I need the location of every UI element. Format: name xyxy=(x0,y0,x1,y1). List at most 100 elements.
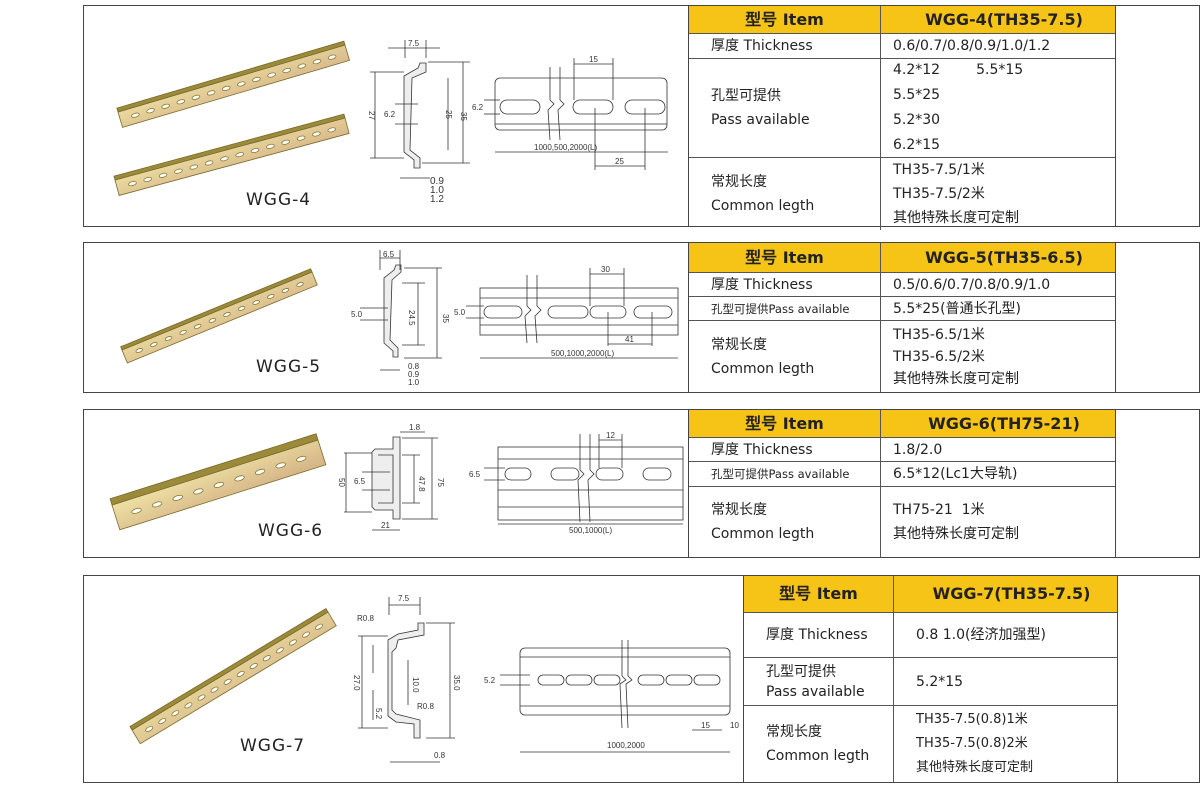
rail-slot xyxy=(135,348,143,353)
dim-text: 50 xyxy=(337,478,346,487)
rail-slot xyxy=(262,655,271,662)
rail-slot xyxy=(296,282,304,287)
length-value: TH75-21 1米 xyxy=(893,502,985,518)
dim-text: 6.5 xyxy=(469,470,481,479)
rail-slot xyxy=(194,324,202,329)
dim-text: 24.5 xyxy=(407,310,416,326)
dim-text: 0.8 xyxy=(434,751,446,760)
wgg6-profile-drawing xyxy=(344,431,438,531)
header-model: WGG-7(TH35-7.5) xyxy=(894,576,1117,613)
thickness-label: 厚度 Thickness xyxy=(744,613,894,658)
rail-slot xyxy=(220,156,229,162)
dim-text: 10.0 xyxy=(411,677,420,693)
hole-value: 5.5*25 xyxy=(893,87,941,103)
rail-slot xyxy=(146,108,155,114)
rail-slot xyxy=(171,710,180,717)
dim-text: 47.8 xyxy=(417,476,426,492)
rail-slot xyxy=(275,647,284,654)
rail-slot xyxy=(254,468,266,475)
dim-text: 10 xyxy=(730,721,739,730)
rail-slot xyxy=(266,143,275,149)
length-value: 其他特殊长度可定制 xyxy=(916,760,1034,775)
length-value: 其他特殊长度可定制 xyxy=(893,526,1019,542)
spec-table-wgg6: 型号 Item WGG-6(TH75-21) 厚度 Thickness 1.8/… xyxy=(688,409,1116,558)
dim-text: 7.5 xyxy=(398,594,410,603)
rail-slot xyxy=(312,59,322,65)
thickness-label: 厚度 Thickness xyxy=(689,34,881,59)
rail-slot xyxy=(210,686,219,693)
dim-text: 35 xyxy=(459,112,468,121)
wgg7-front-drawing xyxy=(500,640,731,753)
model-label-wgg4: WGG-4 xyxy=(246,190,312,210)
rail-slot xyxy=(213,481,225,488)
wgg5-dimensions: 6.5 5.0 24.5 35 0.8 0.9 1.0 30 5.0 41 50… xyxy=(351,250,634,387)
spec-table-wgg7: 型号 Item WGG-7(TH35-7.5) 厚度 Thickness 0.8… xyxy=(743,575,1118,783)
dim-text: 35.0 xyxy=(452,675,461,691)
rail-slot xyxy=(143,176,153,182)
dim-text: 15 xyxy=(589,55,598,64)
rail-slot xyxy=(250,147,260,154)
dim-text: 5.0 xyxy=(454,308,466,317)
rail-slot xyxy=(315,623,324,630)
rail-flange xyxy=(113,113,346,181)
rail-slot xyxy=(150,342,158,347)
model-label-wgg6: WGG-6 xyxy=(258,521,324,541)
thickness-value: 1.8/2.0 xyxy=(881,438,1115,462)
rail-slot xyxy=(312,131,321,137)
rail-slot xyxy=(267,294,275,299)
rail-slot xyxy=(128,181,137,187)
rail-slot xyxy=(327,127,337,133)
dim-text: 1.8 xyxy=(409,423,421,432)
dim-text: 41 xyxy=(625,335,634,344)
dim-text: 6.5 xyxy=(383,250,395,259)
dim-text: 12 xyxy=(606,431,615,440)
rail-slot xyxy=(208,318,217,323)
spec-table-wgg5: 型号 Item WGG-5(TH35-6.5) 厚度 Thickness 0.5… xyxy=(688,242,1116,393)
rail-slot xyxy=(267,72,276,78)
length-value: TH35-6.5/2米 xyxy=(893,348,985,365)
dim-text: 7.5 xyxy=(408,39,420,48)
dim-text: 30 xyxy=(601,265,610,274)
dim-text: 21 xyxy=(381,521,390,530)
rail-slot xyxy=(249,663,258,670)
rail-slot xyxy=(282,67,292,74)
rail-slot xyxy=(235,152,245,158)
thickness-value: 0.5/0.6/0.7/0.8/0.9/1.0 xyxy=(881,273,1115,297)
dim-text: 1.0 xyxy=(430,185,444,196)
rail-slot xyxy=(158,718,167,725)
rail-slot xyxy=(164,336,173,341)
wgg4-dimensions: 7.5 27 6.2 25 35 0.9 1.0 1.2 15 6.2 1000… xyxy=(367,39,624,205)
rail-flange xyxy=(120,268,313,351)
hole-value: 5.5*15 xyxy=(976,62,1024,78)
header-item: 型号 Item xyxy=(744,576,894,613)
rail-slot xyxy=(189,164,199,170)
dim-text: 1.2 xyxy=(430,194,444,205)
dim-text: 35 xyxy=(441,314,450,323)
length-value: 其他特殊长度可定制 xyxy=(893,370,1019,387)
rail-slot xyxy=(184,702,193,709)
thickness-label: 厚度 Thickness xyxy=(689,273,881,297)
length-value: TH35-6.5/1米 xyxy=(893,326,985,343)
rail-image-wgg5 xyxy=(120,268,318,364)
rail-slot xyxy=(252,300,260,305)
rail-slot xyxy=(236,670,245,677)
rail-body xyxy=(121,271,318,364)
rail-slot xyxy=(197,694,206,701)
dim-text: 5.2 xyxy=(374,708,383,720)
dim-text: 5.2 xyxy=(484,676,496,685)
length-values: TH35-7.5/1米 TH35-7.5/2米 其他特殊长度可定制 xyxy=(881,158,1115,230)
rail-slot xyxy=(131,507,142,514)
dim-text: 6.2 xyxy=(384,110,396,119)
length-value: TH35-7.5(0.8)1米 xyxy=(916,712,1028,727)
holes-label-en: Pass available xyxy=(711,112,810,128)
dim-text: 0.9 xyxy=(430,176,444,187)
rail-slot xyxy=(158,172,168,178)
hole-value: 4.2*12 xyxy=(893,62,941,78)
rail-slot xyxy=(206,90,216,96)
rail-body xyxy=(117,44,351,128)
rail-slot xyxy=(145,725,154,733)
spec-table-wgg4: 型号 Item WGG-4(TH35-7.5) 厚度 Thickness 0.6… xyxy=(688,5,1116,230)
rail-slot xyxy=(204,160,214,166)
